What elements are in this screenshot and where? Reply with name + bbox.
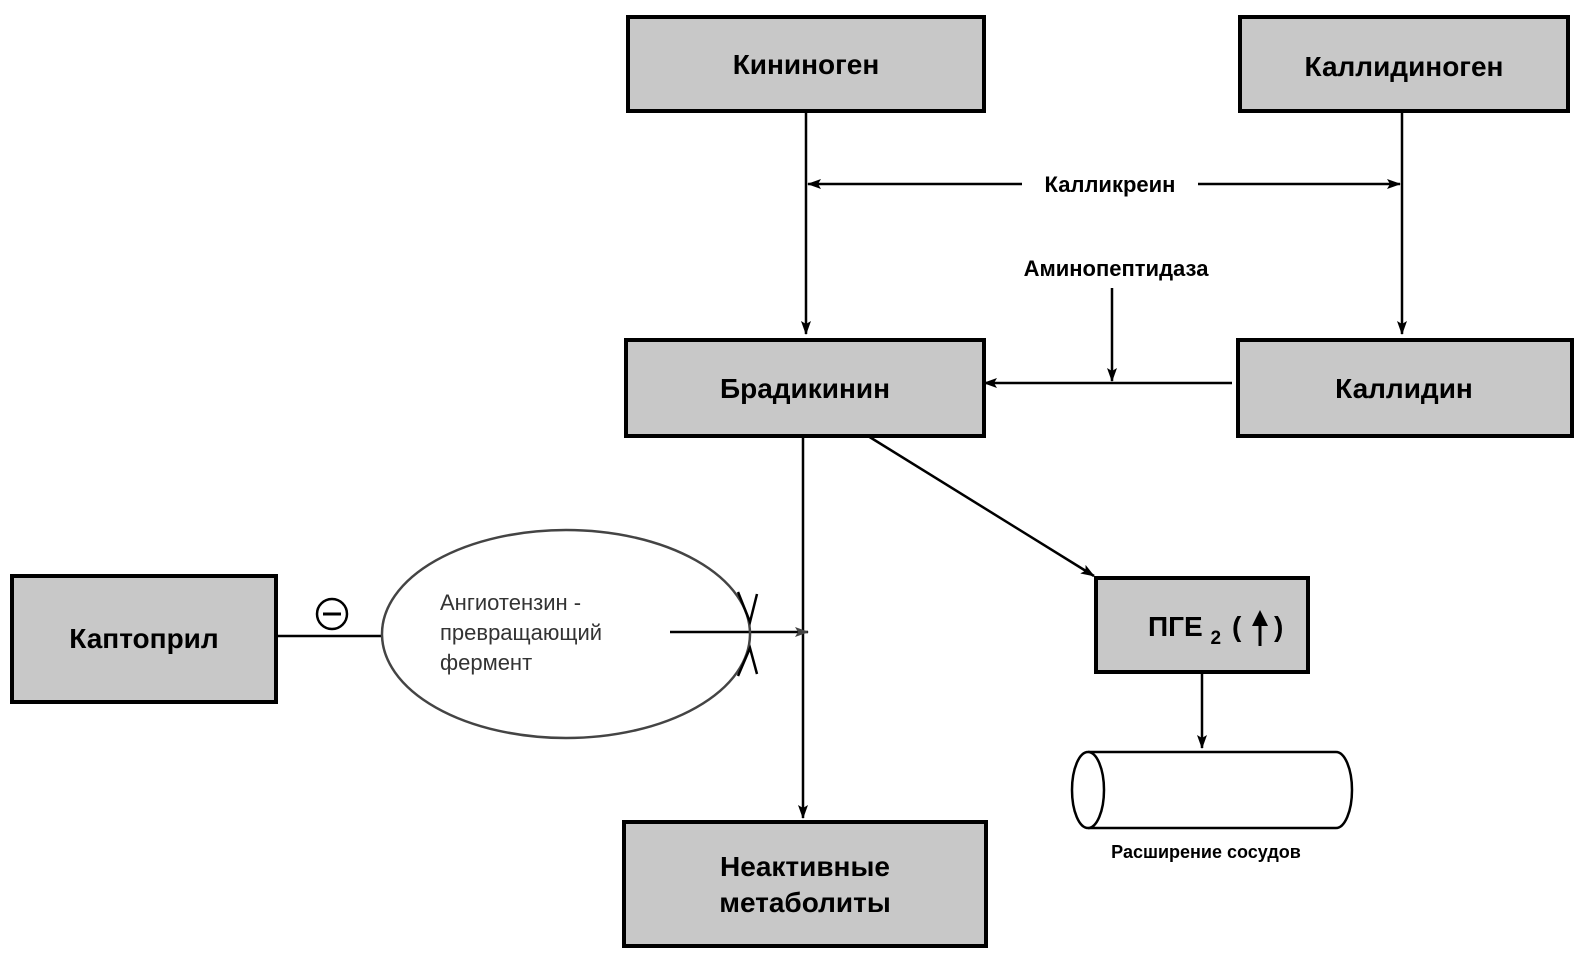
node-kininogen-label: Кининоген <box>733 49 880 80</box>
node-kallidinogen: Каллидиноген <box>1238 15 1570 113</box>
node-pge2-label: ПГЕ 2 <box>1148 611 1221 649</box>
label-ace-line3: фермент <box>440 650 532 675</box>
node-inactive-line2: метаболиты <box>719 887 891 918</box>
node-inactive-metabolites: Неактивные метаболиты <box>622 820 988 948</box>
minus-circle-icon <box>315 597 349 631</box>
node-bradykinin: Брадикинин <box>624 338 986 438</box>
node-pge2: ПГЕ 2 ( ) <box>1094 576 1310 674</box>
node-kallidinogen-label: Каллидиноген <box>1305 51 1504 82</box>
arrow-bradykinin-pge2 <box>867 434 1095 578</box>
ace-arrowhead-bottom <box>736 644 759 677</box>
node-kininogen: Кининоген <box>626 15 986 113</box>
node-kallidin: Каллидин <box>1236 338 1574 438</box>
label-kallikrein: Калликреин <box>1045 172 1176 197</box>
ace-ellipse <box>380 528 752 740</box>
ace-arrowhead-top <box>736 591 759 627</box>
node-captopril: Каптоприл <box>10 574 278 704</box>
node-bradykinin-label: Брадикинин <box>720 373 890 404</box>
node-captopril-label: Каптоприл <box>69 623 218 654</box>
pge2-open-paren: ( <box>1232 611 1242 642</box>
node-kallidin-label: Каллидин <box>1335 373 1473 404</box>
up-arrow-icon <box>1252 610 1268 646</box>
label-vasodilation: Расширение сосудов <box>1111 842 1301 862</box>
label-ace-line1: Ангиотензин - <box>440 590 581 615</box>
label-ace-line2: превращающий <box>440 620 602 645</box>
blood-vessel-cylinder-icon <box>1070 750 1354 830</box>
pge2-main: ПГЕ <box>1148 611 1203 642</box>
pge2-close-paren: ) <box>1274 611 1283 642</box>
label-aminopeptidase: Аминопептидаза <box>1024 256 1210 281</box>
pge2-subscript: 2 <box>1210 628 1221 649</box>
node-inactive-line1: Неактивные <box>720 851 890 882</box>
